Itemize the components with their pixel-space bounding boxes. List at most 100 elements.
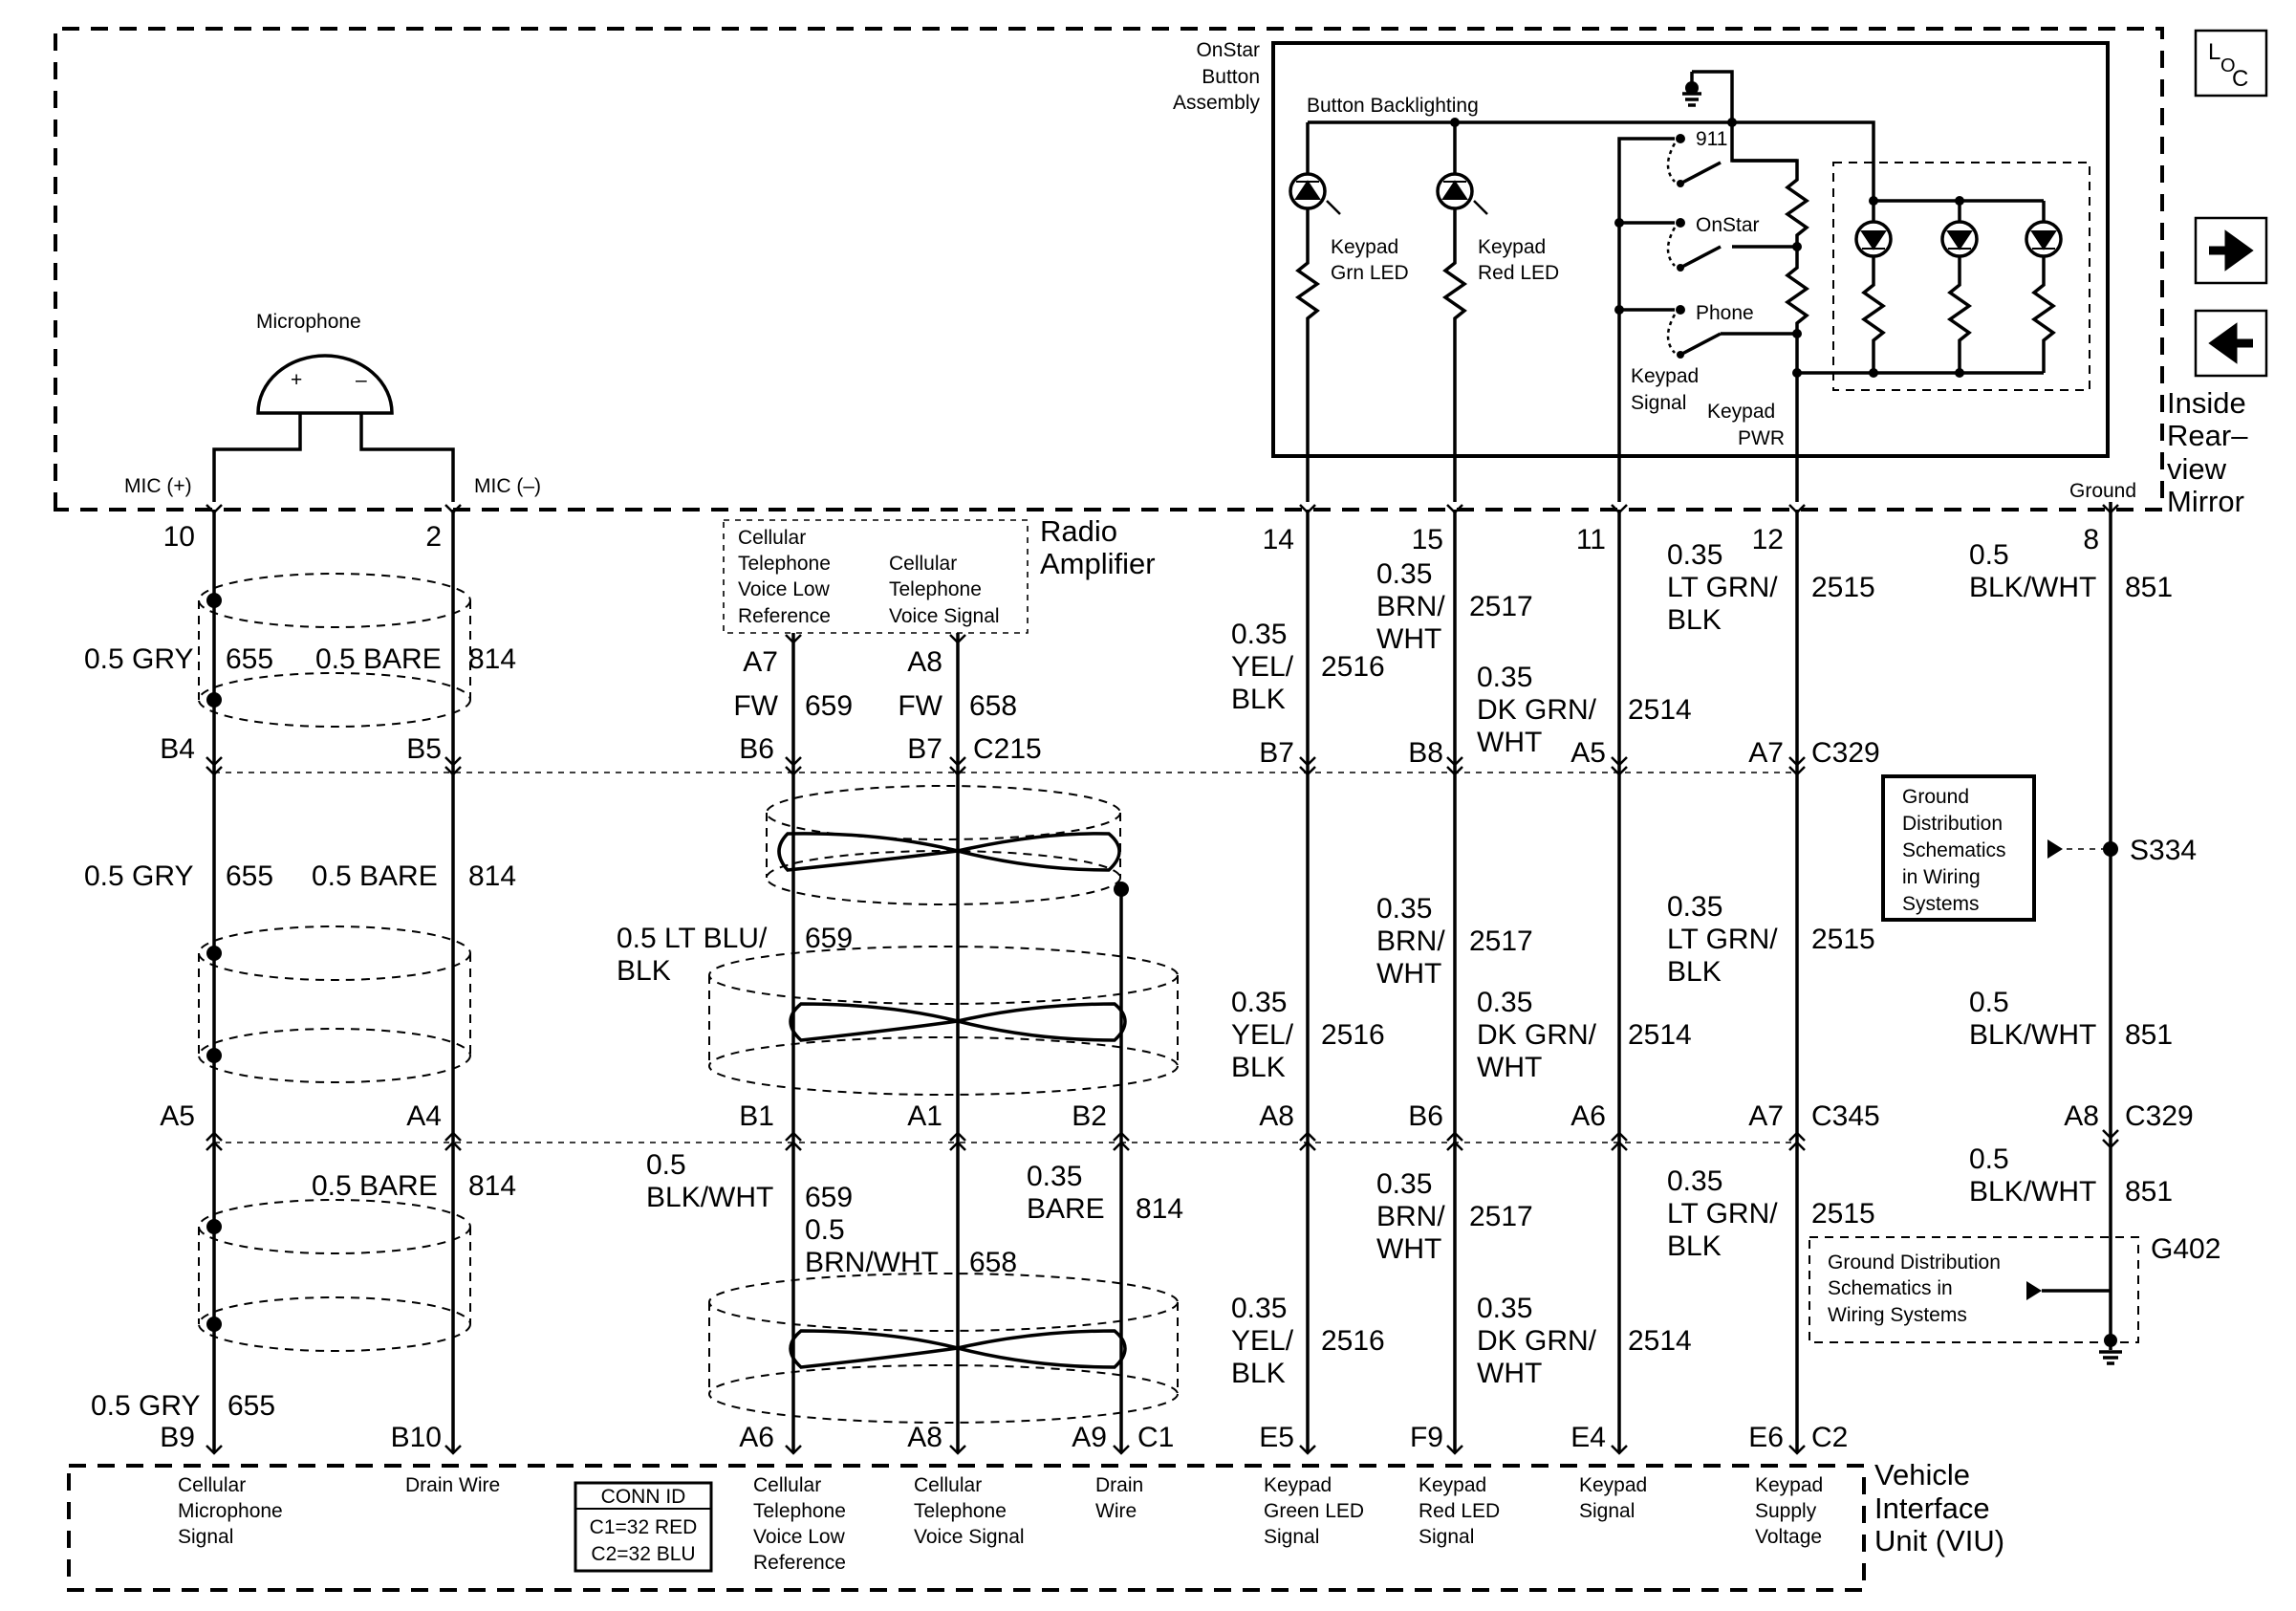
keypad-switch-network: 911 OnStar Phone Keypad Signal Keypad PW… — [1614, 122, 1810, 502]
viu-pin-label: Signal — [1264, 1526, 1319, 1548]
pin-label: 10 — [163, 521, 195, 553]
wire-label: WHT — [1477, 1052, 1542, 1083]
switch-phone-label: Phone — [1696, 302, 1754, 324]
connector-chevron — [206, 504, 223, 514]
viu-pin-label: Keypad — [1419, 1474, 1486, 1496]
wire-label: 0.5 GRY — [91, 1390, 201, 1422]
keypad-red-led: Keypad Red LED — [1436, 122, 1559, 502]
connector-name: C329 — [1811, 737, 1880, 769]
pin-label: B8 — [1408, 737, 1443, 769]
wire-label: BARE — [1027, 1193, 1105, 1225]
pin-label: A9 — [1072, 1422, 1107, 1453]
svg-text:Signal: Signal — [1631, 392, 1686, 414]
wire-label: 0.35 — [1667, 891, 1722, 923]
pin-label: B6 — [1408, 1100, 1443, 1132]
next-page-arrow-icon[interactable] — [2194, 216, 2268, 285]
pin-label: A5 — [1570, 737, 1606, 769]
svg-text:Keypad: Keypad — [1631, 365, 1699, 387]
viu-label: Vehicle Interface Unit (VIU) — [1874, 1458, 2004, 1557]
svg-text:Mirror: Mirror — [2167, 485, 2244, 518]
wire-label: 655 — [226, 860, 273, 892]
wire-label: 659 — [805, 923, 853, 954]
wire-label: BLK — [617, 955, 671, 987]
wire-label: 658 — [969, 1247, 1017, 1278]
wire-label: 659 — [805, 1182, 853, 1213]
pin-label: A6 — [1570, 1100, 1606, 1132]
connector-name: C2 — [1811, 1422, 1848, 1453]
connector-chevron — [206, 756, 223, 776]
pin-label: B6 — [739, 733, 774, 765]
wire-label: BRN/WHT — [805, 1247, 939, 1278]
ground-distribution-box-2[interactable]: Ground Distribution Schematics in Wiring… — [1809, 1236, 2139, 1343]
pin-label: 11 — [1576, 524, 1606, 555]
svg-text:Microphone: Microphone — [256, 311, 361, 333]
ground-g402-icon — [2099, 1334, 2122, 1365]
svg-text:C: C — [2232, 66, 2248, 92]
wire-label: 814 — [468, 1170, 516, 1202]
previous-page-arrow-icon[interactable] — [2194, 309, 2268, 378]
svg-text:Telephone: Telephone — [738, 553, 831, 575]
wire-label: 658 — [969, 690, 1017, 722]
viu-pin-label: Wire — [1095, 1500, 1137, 1522]
wire-label: WHT — [1376, 623, 1441, 655]
wire-label: BLK — [1231, 1052, 1286, 1083]
viu-pin-label: Drain Wire — [405, 1474, 500, 1496]
mic-plus-label: MIC (+) — [124, 475, 192, 497]
switch-911-label: 911 — [1696, 128, 1727, 150]
wire-label: 0.5 — [1969, 1143, 2009, 1175]
wire-label: 851 — [2125, 572, 2173, 603]
svg-text:C2=32 BLU: C2=32 BLU — [591, 1543, 695, 1565]
svg-text:Voice Low: Voice Low — [738, 578, 831, 600]
connector-chevron — [1113, 1445, 1130, 1455]
wire-label: YEL/ — [1231, 1325, 1294, 1357]
wire-label: LT GRN/ — [1667, 1198, 1778, 1230]
svg-text:view: view — [2167, 452, 2227, 486]
wire-label: 2517 — [1469, 591, 1533, 622]
wire-label: DK GRN/ — [1477, 1019, 1597, 1051]
connector-chevron — [1788, 504, 1806, 514]
wire-label: 851 — [2125, 1019, 2173, 1051]
svg-text:Cellular: Cellular — [738, 527, 806, 549]
pin-label: B7 — [1259, 737, 1294, 769]
svg-text:–: – — [356, 369, 367, 391]
wire-label: 659 — [805, 690, 853, 722]
wire-label: 2517 — [1469, 1201, 1533, 1232]
viu-pin-label: Drain — [1095, 1474, 1143, 1496]
g402-label: G402 — [2151, 1233, 2220, 1265]
svg-text:Button: Button — [1202, 66, 1260, 88]
pin-label: 15 — [1412, 524, 1443, 555]
wire-label: 0.35 — [1477, 987, 1532, 1018]
wire-label: BRN/ — [1376, 925, 1445, 957]
ground-distribution-box-1[interactable]: Ground Distribution Schematics in Wiring… — [1881, 774, 2036, 922]
pin-label: A8 — [907, 1422, 942, 1453]
viu-pin-label: Cellular — [178, 1474, 246, 1496]
g402-link — [2042, 1227, 2112, 1340]
connector-name: C215 — [973, 733, 1042, 765]
wire-label: 2516 — [1321, 1325, 1385, 1357]
svg-text:Assembly: Assembly — [1173, 92, 1261, 114]
connector-chevron — [1446, 1445, 1463, 1455]
wire-label: BLK/WHT — [1969, 1176, 2096, 1208]
loc-icon[interactable]: L O C — [2194, 29, 2268, 98]
connector-chevron — [1299, 756, 1316, 776]
connector-chevron — [785, 1445, 802, 1455]
svg-text:O: O — [2220, 55, 2236, 76]
svg-text:Keypad: Keypad — [1478, 236, 1546, 258]
wire-label: 0.35 — [1667, 539, 1722, 571]
wire-label: 0.5 — [1969, 987, 2009, 1018]
connector-name: C329 — [2125, 1100, 2194, 1132]
wire-label: 814 — [1136, 1193, 1183, 1225]
wire-label: 2517 — [1469, 925, 1533, 957]
wire-label: 0.35 — [1477, 1293, 1532, 1324]
wire-label: 0.5 BARE — [312, 1170, 438, 1202]
wire-label: BLK — [1667, 1230, 1722, 1262]
connector-name: C345 — [1811, 1100, 1880, 1132]
viu-pin-label: Reference — [753, 1552, 846, 1574]
arrow-to-gd2-icon — [2026, 1281, 2042, 1300]
harness-wires — [212, 510, 1799, 1453]
viu-pin-label: Keypad — [1755, 1474, 1823, 1496]
viu-pin-label: Voice Signal — [914, 1526, 1025, 1548]
wire-label: 2514 — [1628, 1325, 1692, 1357]
connector-chevron — [2102, 504, 2119, 514]
wire-label: 0.35 — [1477, 662, 1532, 693]
